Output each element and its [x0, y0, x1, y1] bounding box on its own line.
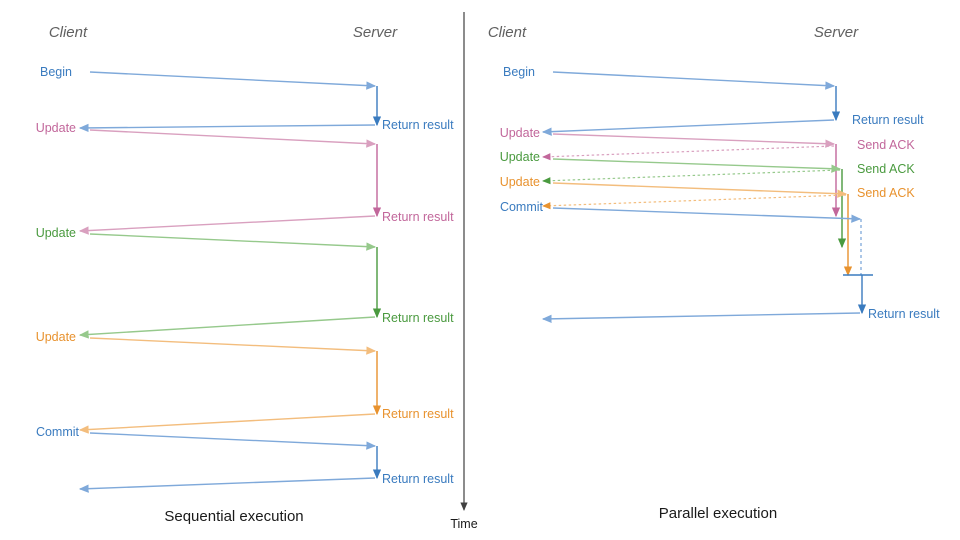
request-label: Update	[36, 121, 76, 135]
response-label: Return result	[868, 307, 940, 321]
request-arrow	[552, 207, 862, 223]
request-label: Begin	[503, 65, 535, 79]
request-label: Update	[500, 150, 540, 164]
request-arrow	[89, 233, 377, 251]
lane-header-client: Client	[488, 24, 527, 41]
response-arrow	[541, 312, 861, 324]
ack-arrow	[542, 145, 835, 161]
response-label: Send ACK	[857, 162, 915, 176]
request-arrow	[552, 71, 836, 90]
lane-header-server: Server	[814, 24, 859, 41]
lane-header-server: Server	[353, 24, 398, 41]
response-label: Return result	[382, 407, 454, 421]
response-arrow	[78, 413, 376, 434]
request-label: Begin	[40, 65, 72, 79]
response-label: Send ACK	[857, 186, 915, 200]
lane-header-client: Client	[49, 24, 88, 41]
response-label: Return result	[382, 311, 454, 325]
request-label: Update	[36, 330, 76, 344]
response-label: Return result	[382, 210, 454, 224]
panel-caption: Parallel execution	[659, 505, 777, 522]
response-label: Return result	[382, 118, 454, 132]
response-label: Send ACK	[857, 138, 915, 152]
response-label: Return result	[382, 472, 454, 486]
response-label: Return result	[852, 113, 924, 127]
request-arrow	[89, 71, 377, 90]
response-arrow	[78, 215, 376, 235]
request-label: Update	[500, 126, 540, 140]
ack-arrow	[542, 194, 847, 210]
request-label: Update	[500, 175, 540, 189]
request-arrow	[552, 133, 836, 148]
request-arrow	[552, 158, 842, 173]
time-axis-label: Time	[450, 517, 477, 531]
response-arrow	[78, 123, 376, 133]
response-arrow	[541, 119, 835, 136]
request-arrow	[89, 432, 377, 450]
request-label: Update	[36, 226, 76, 240]
request-label: Commit	[36, 425, 80, 439]
request-label: Commit	[500, 200, 544, 214]
request-arrow	[552, 182, 848, 198]
ack-arrow	[542, 169, 841, 185]
panel-caption: Sequential execution	[164, 508, 303, 525]
response-arrow	[78, 477, 376, 493]
response-arrow	[78, 316, 376, 339]
request-arrow	[89, 337, 377, 355]
request-arrow	[89, 129, 377, 148]
